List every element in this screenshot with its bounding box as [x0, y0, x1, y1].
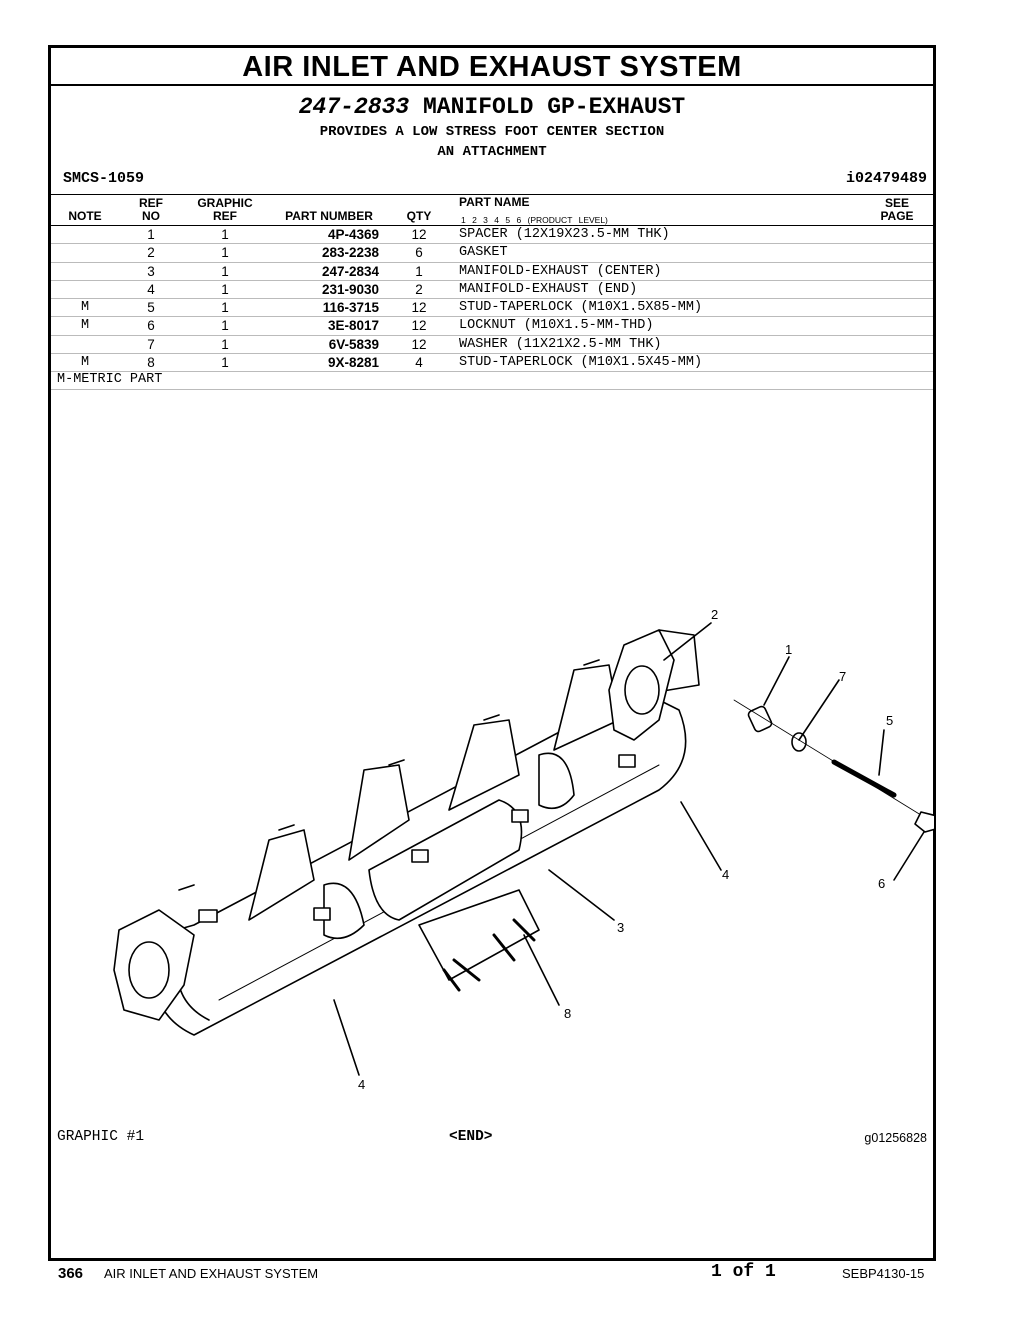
- col-product-level: 1 2 3 4 5 6 (PRODUCT LEVEL): [461, 215, 608, 225]
- table-row: M 5 1 116-3715 12 STUD-TAPERLOCK (M10X1.…: [51, 299, 933, 318]
- exploded-parts-illustration: 2 1 7 5 4 6 3 8 4: [113, 607, 934, 1092]
- metric-note: M-METRIC PART: [57, 372, 163, 387]
- row-note: M: [80, 300, 90, 316]
- row-part-name: LOCKNUT (M10X1.5-MM-THD): [459, 318, 654, 334]
- callout-label: 8: [564, 1006, 571, 1021]
- end-marker: <END>: [449, 1129, 493, 1145]
- row-qty: 1: [415, 263, 423, 279]
- row-graphic-ref: 1: [221, 318, 229, 334]
- row-graphic-ref: 1: [221, 263, 229, 279]
- col-part-number: PART NUMBER: [285, 209, 373, 223]
- row-part-name: MANIFOLD-EXHAUST (END): [459, 281, 638, 297]
- callout-label: 2: [711, 607, 718, 622]
- row-part-number: 116-3715: [322, 300, 379, 316]
- row-ref-no: 3: [147, 263, 155, 279]
- callout-label: 3: [617, 920, 624, 935]
- table-row: 4 1 231-9030 2 MANIFOLD-EXHAUST (END): [51, 281, 933, 300]
- row-qty: 12: [411, 336, 427, 352]
- row-graphic-ref: 1: [221, 300, 229, 316]
- row-part-number: 9X-8281: [327, 355, 379, 371]
- col-see-page-line2: PAGE: [880, 209, 914, 223]
- footer-doc-number: SEBP4130-15: [842, 1266, 925, 1281]
- row-graphic-ref: 1: [221, 355, 229, 371]
- table-row: 3 1 247-2834 1 MANIFOLD-EXHAUST (CENTER): [51, 263, 933, 281]
- row-qty: 12: [411, 227, 427, 242]
- info-id: i02479489: [845, 170, 927, 187]
- row-graphic-ref: 1: [221, 245, 229, 261]
- footer-page-of: 1 of 1: [711, 1262, 776, 1282]
- group-heading: 247-2833 MANIFOLD GP-EXHAUST: [51, 94, 933, 120]
- group-description-2: AN ATTACHMENT: [437, 144, 547, 160]
- callout-label: 7: [839, 669, 846, 684]
- page-title: AIR INLET AND EXHAUST SYSTEM: [51, 48, 933, 86]
- row-qty: 4: [415, 355, 423, 371]
- row-qty: 6: [415, 245, 423, 261]
- divider: [51, 389, 933, 390]
- row-part-name: WASHER (11X21X2.5-MM THK): [459, 336, 662, 352]
- col-gref-line2: REF: [213, 209, 237, 223]
- group-part-number: 247-2833: [298, 94, 410, 120]
- row-qty: 12: [411, 300, 427, 316]
- row-ref-no: 2: [147, 245, 155, 261]
- row-part-name: STUD-TAPERLOCK (M10X1.5X85-MM): [459, 300, 703, 316]
- col-ref-line1: REF: [139, 196, 163, 210]
- row-part-name: GASKET: [459, 245, 508, 261]
- parts-table-header: NOTE REF NO GRAPHIC REF PART NUMBER QTY …: [51, 194, 933, 226]
- parts-table-body: 1 1 4P-4369 12 SPACER (12X19X23.5-MM THK…: [51, 226, 933, 373]
- row-part-number: 4P-4369: [327, 227, 379, 242]
- graphic-id: g01256828: [864, 1131, 927, 1145]
- col-gref-line1: GRAPHIC: [197, 196, 253, 210]
- callout-label: 6: [878, 876, 885, 891]
- row-note: M: [80, 318, 90, 334]
- row-ref-no: 5: [147, 300, 155, 316]
- row-part-name: STUD-TAPERLOCK (M10X1.5X45-MM): [459, 355, 703, 371]
- col-note: NOTE: [68, 209, 102, 223]
- row-graphic-ref: 1: [221, 336, 229, 352]
- row-ref-no: 8: [147, 355, 155, 371]
- table-row: 2 1 283-2238 6 GASKET: [51, 244, 933, 263]
- group-name: MANIFOLD GP-EXHAUST: [422, 94, 686, 120]
- graphic-label: GRAPHIC #1: [57, 1129, 145, 1145]
- callout-label: 1: [785, 642, 792, 657]
- table-row: M 8 1 9X-8281 4 STUD-TAPERLOCK (M10X1.5X…: [51, 354, 933, 373]
- callout-label: 5: [886, 713, 893, 728]
- row-qty: 2: [415, 281, 423, 297]
- row-part-name: SPACER (12X19X23.5-MM THK): [459, 227, 670, 242]
- row-graphic-ref: 1: [221, 281, 229, 297]
- row-part-number: 6V-5839: [328, 336, 379, 352]
- col-see-page-line1: SEE: [884, 196, 909, 210]
- row-qty: 12: [411, 318, 427, 334]
- col-qty: QTY: [406, 209, 432, 223]
- row-ref-no: 6: [147, 318, 155, 334]
- table-row: 7 1 6V-5839 12 WASHER (11X21X2.5-MM THK): [51, 336, 933, 355]
- col-part-name: PART NAME: [459, 195, 530, 209]
- row-note: M: [80, 355, 90, 371]
- callout-label: 4: [358, 1077, 365, 1092]
- table-row: M 6 1 3E-8017 12 LOCKNUT (M10X1.5-MM-THD…: [51, 317, 933, 336]
- table-row: 1 1 4P-4369 12 SPACER (12X19X23.5-MM THK…: [51, 226, 933, 245]
- footer-page-number: 366: [58, 1265, 84, 1282]
- footer-section: AIR INLET AND EXHAUST SYSTEM: [104, 1266, 319, 1281]
- smcs-code: SMCS-1059: [63, 170, 145, 187]
- col-ref-line2: NO: [142, 209, 160, 223]
- row-part-number: 3E-8017: [327, 318, 379, 334]
- callout-label: 4: [722, 867, 729, 882]
- row-ref-no: 4: [147, 281, 155, 297]
- group-description-1: PROVIDES A LOW STRESS FOOT CENTER SECTIO…: [319, 124, 665, 140]
- page-frame: AIR INLET AND EXHAUST SYSTEM 247-2833 MA…: [48, 45, 936, 1261]
- row-part-number: 231-9030: [321, 281, 379, 297]
- row-ref-no: 1: [147, 227, 155, 242]
- row-part-name: MANIFOLD-EXHAUST (CENTER): [459, 263, 662, 279]
- row-part-number: 247-2834: [321, 263, 379, 279]
- row-part-number: 283-2238: [321, 245, 379, 261]
- row-graphic-ref: 1: [221, 227, 229, 242]
- row-ref-no: 7: [147, 336, 155, 352]
